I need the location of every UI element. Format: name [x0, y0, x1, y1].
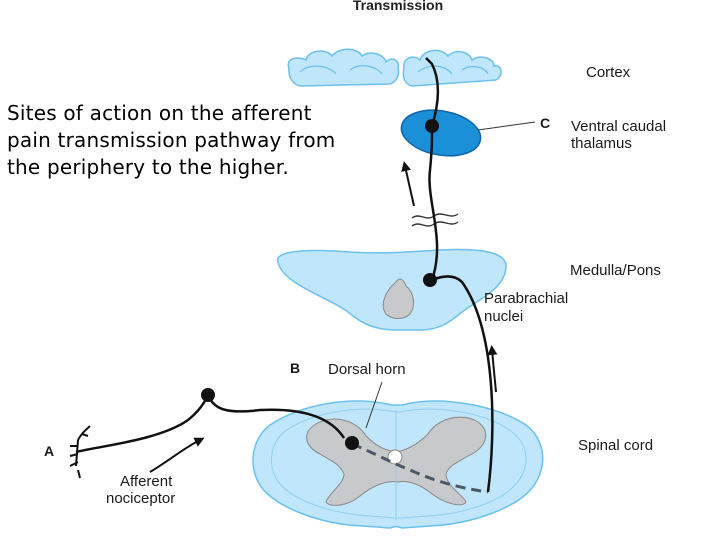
arrow-afferent-direction: [149, 437, 205, 473]
marker-a: A: [44, 443, 54, 459]
thalamus-neuron-body: [425, 119, 439, 133]
medulla-grey-matter: [382, 278, 414, 319]
ventral-caudal-thalamus: [400, 109, 482, 157]
central-canal: [387, 449, 403, 465]
thalamus-label-line1: Ventral caudal: [571, 118, 666, 135]
spinal-cord-label: Spinal cord: [578, 437, 653, 454]
thalamus-pointer: [477, 121, 536, 131]
parabrachial-neuron-body: [423, 273, 437, 287]
marker-b: B: [290, 360, 300, 376]
diagram-title: Transmission: [353, 0, 443, 13]
marker-c: C: [540, 115, 550, 131]
dorsal-horn-neuron-body: [345, 436, 359, 450]
parabrachial-label-line1: Parabrachial: [484, 290, 568, 307]
crossing-pathway-dashed: [351, 442, 489, 494]
arrow-up-thalamus: [401, 161, 415, 207]
cortex-label: Cortex: [586, 64, 631, 81]
diagram-caption: Sites of action on the afferent pain tra…: [7, 101, 336, 179]
ascending-neuron-medulla-to-thalamus: [428, 125, 439, 281]
afferent-nociceptor-fiber: [75, 391, 346, 454]
afferent-label-line2: nociceptor: [106, 490, 175, 507]
afferent-terminal-branches: [69, 425, 91, 479]
parabrachial-label-line2: nuclei: [484, 308, 523, 325]
thalamus-label-line2: thalamus: [571, 135, 632, 152]
thalamocortical-neuron: [425, 57, 440, 127]
spinal-cord-inner-outline: [271, 408, 527, 519]
cortex-shape: [287, 48, 502, 87]
medulla-pons-label: Medulla/Pons: [570, 262, 661, 279]
dorsal-horn-label: Dorsal horn: [328, 361, 406, 378]
afferent-label-line1: Afferent: [120, 473, 173, 490]
arrow-up-spinal: [487, 345, 498, 393]
ascending-neuron-spinal-to-medulla: [431, 275, 494, 493]
dorsal-horn-pointer: [365, 381, 383, 429]
